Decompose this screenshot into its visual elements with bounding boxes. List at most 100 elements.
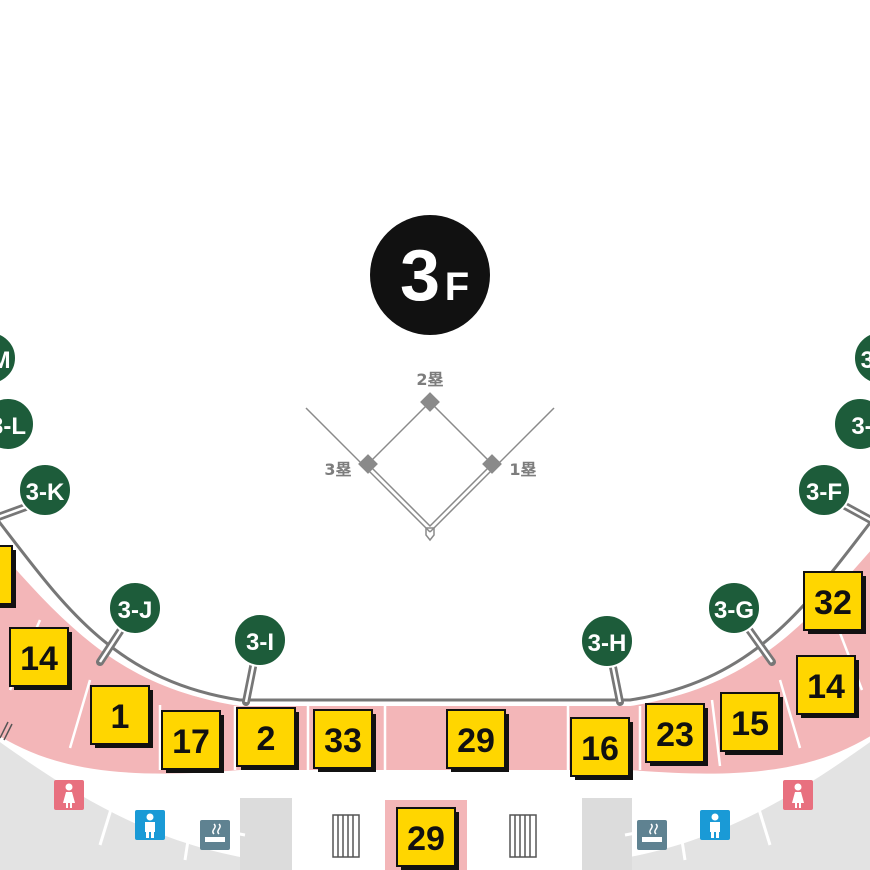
first-base-marker xyxy=(482,454,502,474)
section-block-2[interactable]: 2 xyxy=(236,707,299,770)
gate-3-d[interactable]: 3-D xyxy=(853,332,870,384)
gate-3-j[interactable]: 3-J xyxy=(108,581,162,635)
first-base-label: 1塁 xyxy=(509,460,536,479)
second-base-marker xyxy=(420,392,440,412)
section-block-14-left[interactable]: 14 xyxy=(9,627,72,690)
gate-label: 3-E xyxy=(851,413,870,440)
section-block-29-center[interactable]: 29 xyxy=(446,709,509,772)
section-block-32[interactable]: 32 xyxy=(803,571,866,634)
gate-label: 3-H xyxy=(588,630,627,657)
concourse-band xyxy=(580,798,632,870)
section-block-box[interactable] xyxy=(236,707,296,767)
section-block-box[interactable] xyxy=(803,571,863,631)
concourse-band xyxy=(625,742,870,870)
restroom-men-icon[interactable] xyxy=(700,810,730,840)
section-block-box[interactable] xyxy=(161,710,221,770)
stairs-icon xyxy=(509,814,537,858)
restroom-men-icon[interactable] xyxy=(135,810,165,840)
gate-3-l[interactable]: 3-L xyxy=(0,397,35,451)
gate-marker[interactable] xyxy=(580,614,634,668)
gate-marker[interactable] xyxy=(233,613,287,667)
gate-3-m[interactable]: 3-M xyxy=(0,332,17,384)
stairs-icon xyxy=(332,814,360,858)
gate-label: 3-J xyxy=(118,597,153,624)
section-block-box[interactable] xyxy=(570,717,630,777)
concourse-divider xyxy=(183,794,197,861)
gate-label: 3-K xyxy=(26,479,65,506)
section-block-14-right[interactable]: 14 xyxy=(796,655,859,718)
gate-marker[interactable] xyxy=(797,463,851,517)
gate-marker[interactable] xyxy=(0,332,17,384)
row-divider xyxy=(710,699,722,767)
concourse-band xyxy=(240,798,292,870)
stairs-icon xyxy=(0,721,13,741)
section-number: 29 xyxy=(407,820,445,858)
gate-marker[interactable] xyxy=(108,581,162,635)
section-number: 14 xyxy=(807,668,845,706)
gate-label: 3-G xyxy=(714,597,754,624)
section-number: 32 xyxy=(814,584,852,622)
smoking-area-icon[interactable] xyxy=(200,820,230,850)
home-plate-marker xyxy=(425,527,435,542)
section-number: 16 xyxy=(581,730,619,768)
gate-label: 3-I xyxy=(246,629,274,656)
gate-marker[interactable] xyxy=(833,397,870,451)
gate-label: 3-F xyxy=(806,479,842,506)
section-block-15[interactable]: 15 xyxy=(720,692,783,755)
row-divider xyxy=(778,679,802,749)
second-base-label: 2塁 xyxy=(416,370,443,389)
restroom-women-icon[interactable] xyxy=(783,780,813,810)
section-number: 2 xyxy=(257,720,276,758)
section-block-29-lower[interactable]: 29 xyxy=(396,807,459,870)
section-number: 29 xyxy=(457,722,495,760)
section-block-16[interactable]: 16 xyxy=(570,717,633,780)
floor-number: 3 xyxy=(400,236,440,316)
floor-badge: 3 F xyxy=(370,215,490,335)
gate-3-k[interactable]: 3-K xyxy=(18,463,72,517)
third-base-marker xyxy=(358,454,378,474)
section-number: 15 xyxy=(731,705,769,743)
section-block-box[interactable] xyxy=(313,709,373,769)
section-block-17[interactable]: 17 xyxy=(161,710,224,773)
gate-label: 3-M xyxy=(0,347,11,374)
section-block-box[interactable] xyxy=(446,709,506,769)
section-block-box[interactable] xyxy=(645,703,705,763)
section-block-box[interactable] xyxy=(796,655,856,715)
section-number: 1 xyxy=(111,698,130,736)
floor-unit: F xyxy=(445,265,469,309)
section-number: 17 xyxy=(172,723,210,761)
section-block-23[interactable]: 23 xyxy=(645,703,708,766)
smoking-area-icon[interactable] xyxy=(637,820,667,850)
section-number: 14 xyxy=(20,640,58,678)
baseball-diamond: 2塁 3塁 1塁 xyxy=(305,370,555,542)
section-number: 33 xyxy=(324,722,362,760)
section-block-1[interactable]: 1 xyxy=(90,685,153,748)
row-divider xyxy=(68,679,92,749)
gate-marker[interactable] xyxy=(0,397,35,451)
concourse-divider xyxy=(748,779,772,846)
section-block-box[interactable] xyxy=(396,807,456,867)
section-number: 23 xyxy=(656,716,694,754)
restroom-women-icon[interactable] xyxy=(54,780,84,810)
concourse-band xyxy=(0,742,245,870)
gate-marker[interactable] xyxy=(707,581,761,635)
gate-label: 3-L xyxy=(0,413,26,440)
section-block-box[interactable] xyxy=(0,545,13,605)
gate-3-g[interactable]: 3-G xyxy=(707,581,761,635)
gate-3-f[interactable]: 3-F xyxy=(797,463,851,517)
section-block-box[interactable] xyxy=(720,692,780,752)
third-base-label: 3塁 xyxy=(324,460,351,479)
section-block-box[interactable] xyxy=(9,627,69,687)
gate-3-h[interactable]: 3-H xyxy=(580,614,634,668)
section-block-left-edge[interactable] xyxy=(0,545,16,608)
concourse-divider xyxy=(98,779,122,846)
concourse-divider xyxy=(673,794,687,861)
gate-label: 3-D xyxy=(861,347,870,374)
section-block-33[interactable]: 33 xyxy=(313,709,376,772)
gate-marker[interactable] xyxy=(853,332,870,384)
gate-3-e[interactable]: 3-E xyxy=(833,397,870,451)
section-block-box[interactable] xyxy=(90,685,150,745)
gate-3-i[interactable]: 3-I xyxy=(233,613,287,667)
gate-marker[interactable] xyxy=(18,463,72,517)
